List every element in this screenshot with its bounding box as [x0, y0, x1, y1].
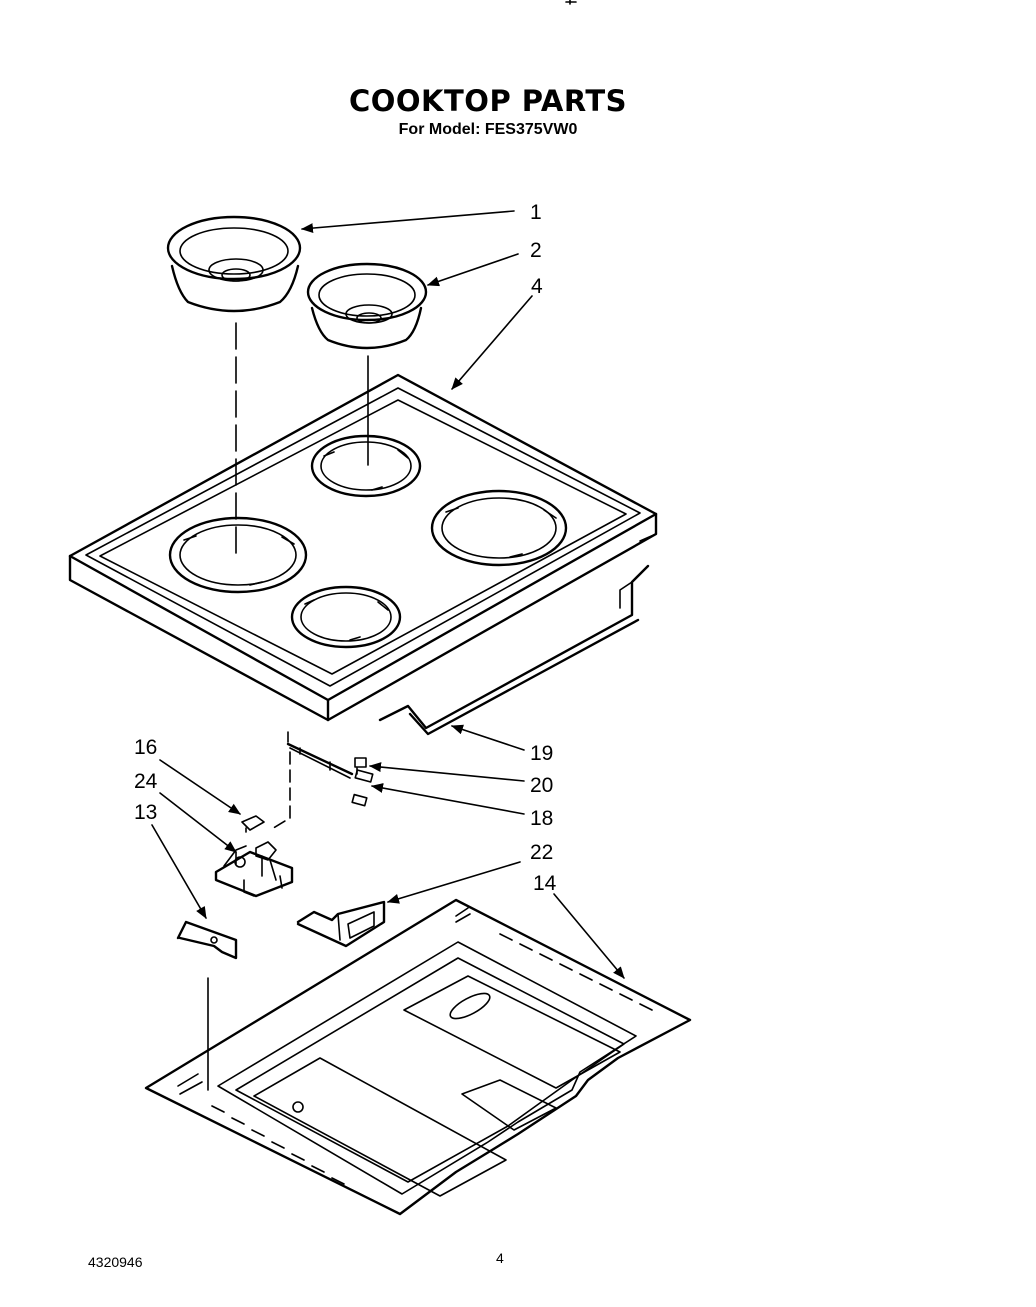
- callout-24: 24: [134, 770, 158, 793]
- cooktop-panel: [68, 373, 658, 722]
- switch-assembly: [214, 841, 294, 898]
- callout-16: 16: [134, 736, 157, 759]
- callout-4: 4: [531, 275, 543, 298]
- page-number: 4: [496, 1250, 504, 1266]
- model-subtitle: For Model: FES375VW0: [398, 121, 578, 138]
- callout-22: 22: [530, 841, 553, 864]
- callout-18: 18: [530, 807, 553, 830]
- drip-bowl-small: [306, 262, 428, 350]
- wire-route-line: [269, 751, 291, 831]
- clip-part: [241, 815, 265, 833]
- callout-1: 1: [530, 201, 542, 224]
- page-title: COOKTOP PARTS: [348, 84, 628, 118]
- small-bracket-parts: [286, 731, 374, 807]
- callout-13: 13: [134, 801, 157, 824]
- trim-strip: [378, 564, 650, 736]
- drip-bowl-large: [166, 215, 302, 313]
- document-number: 4320946: [88, 1254, 143, 1270]
- callout-19: 19: [530, 742, 553, 765]
- callout-14: 14: [533, 872, 557, 895]
- callout-2: 2: [530, 239, 542, 262]
- top-mark: [565, 0, 577, 5]
- callout-20: 20: [530, 774, 553, 797]
- base-pan: [144, 898, 692, 1216]
- leader-arrows: [151, 210, 625, 979]
- bracket-part: [296, 900, 386, 948]
- mounting-plate: [176, 920, 238, 960]
